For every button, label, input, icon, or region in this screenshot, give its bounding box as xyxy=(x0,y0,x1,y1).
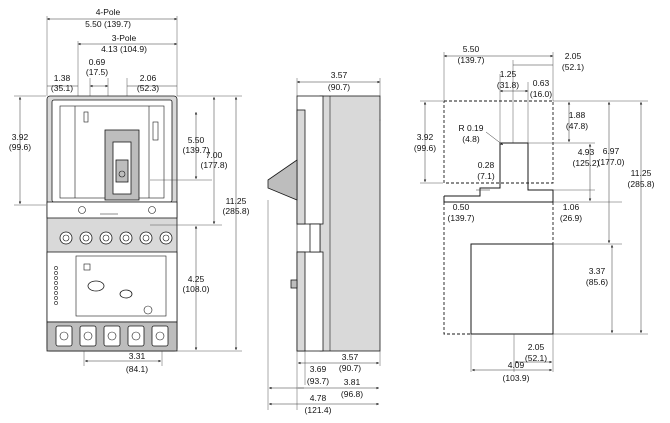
three-pole-dim: 4.13 (104.9) xyxy=(101,44,147,54)
dim-392-mm: (99.6) xyxy=(9,142,31,152)
side-view: 3.57 (90.7) 3.57 (90.7) 3.69 (93.7) 3.8 xyxy=(268,70,380,415)
side-dim-357-top: 3.57 xyxy=(331,70,348,80)
dim-206: 2.06 xyxy=(140,73,157,83)
cut-dim-205-top: 2.05 xyxy=(565,51,582,61)
dim-069: 0.69 xyxy=(89,57,106,67)
cut-dim-028: 0.28 xyxy=(478,160,495,170)
dim-1125: 11.25 xyxy=(226,196,247,206)
cut-dim-409-mm: (103.9) xyxy=(503,373,530,383)
four-pole-label: 4-Pole xyxy=(96,7,121,17)
cut-dim-550: 5.50 xyxy=(463,44,480,54)
cut-dim-409: 4.09 xyxy=(508,360,525,370)
cut-dim-050-mm: (139.7) xyxy=(448,213,475,223)
four-pole-dim: 5.50 (139.7) xyxy=(85,19,131,29)
dim-138: 1.38 xyxy=(54,73,71,83)
cut-dim-697: 6.97 xyxy=(603,146,620,156)
cut-dim-205-top-mm: (52.1) xyxy=(562,62,584,72)
side-dim-369: 3.69 xyxy=(310,364,327,374)
side-dim-478-mm: (121.4) xyxy=(305,405,332,415)
side-dim-357-bot: 3.57 xyxy=(342,352,359,362)
cut-dim-205-bot-mm: (52.1) xyxy=(525,353,547,363)
cut-dim-028-mm: (7.1) xyxy=(477,171,495,181)
cut-dim-493-mm: (125.2) xyxy=(573,158,600,168)
front-view: 4-Pole 5.50 (139.7) 3-Pole 4.13 (104.9) … xyxy=(9,7,250,374)
cut-dim-188-mm: (47.8) xyxy=(566,121,588,131)
cut-dim-106: 1.06 xyxy=(563,202,580,212)
cut-dim-1125: 11.25 xyxy=(631,168,652,178)
dim-331-mm: (84.1) xyxy=(126,364,148,374)
cut-dim-697-mm: (177.0) xyxy=(598,157,625,167)
cut-dim-392-mm: (99.6) xyxy=(414,143,436,153)
dim-138-mm: (35.1) xyxy=(51,83,73,93)
side-dim-381: 3.81 xyxy=(344,377,361,387)
cut-dim-493: 4.93 xyxy=(578,147,595,157)
cut-dim-063-mm: (16.0) xyxy=(530,89,552,99)
cut-radius-mm: (4.8) xyxy=(462,134,480,144)
dim-331: 3.31 xyxy=(129,351,146,361)
cut-dim-125: 1.25 xyxy=(500,69,517,79)
cut-dim-550-mm: (139.7) xyxy=(458,55,485,65)
dim-392: 3.92 xyxy=(12,132,29,142)
cut-dim-063: 0.63 xyxy=(533,78,550,88)
dim-425: 4.25 xyxy=(188,274,205,284)
side-dim-381-mm: (96.8) xyxy=(341,389,363,399)
dim-700-mm: (177.8) xyxy=(201,160,228,170)
dim-069-mm: (17.5) xyxy=(86,67,108,77)
dim-550: 5.50 xyxy=(188,135,205,145)
cut-dim-1125-mm: (285.8) xyxy=(628,179,655,189)
dim-700: 7.00 xyxy=(206,150,223,160)
side-dim-357-top-mm: (90.7) xyxy=(328,82,350,92)
cut-dim-050: 0.50 xyxy=(453,202,470,212)
cut-dim-337: 3.37 xyxy=(589,266,606,276)
cut-dim-337-mm: (85.6) xyxy=(586,277,608,287)
cut-dim-188: 1.88 xyxy=(569,110,586,120)
dim-1125-mm: (285.8) xyxy=(223,206,250,216)
dim-425-mm: (108.0) xyxy=(183,284,210,294)
side-dim-369-mm: (93.7) xyxy=(307,376,329,386)
cut-dim-106-mm: (26.9) xyxy=(560,213,582,223)
dim-206-mm: (52.3) xyxy=(137,83,159,93)
cut-dim-205-bot: 2.05 xyxy=(528,342,545,352)
cut-dim-392: 3.92 xyxy=(417,132,434,142)
cutout-view: 5.50 (139.7) 2.05 (52.1) 1.25 (31.8) 0.6… xyxy=(414,44,655,383)
side-dim-478: 4.78 xyxy=(310,393,327,403)
side-dim-357-bot-mm: (90.7) xyxy=(339,363,361,373)
cut-dim-125-mm: (31.8) xyxy=(497,80,519,90)
cut-radius: R 0.19 xyxy=(458,123,483,133)
three-pole-label: 3-Pole xyxy=(112,33,137,43)
